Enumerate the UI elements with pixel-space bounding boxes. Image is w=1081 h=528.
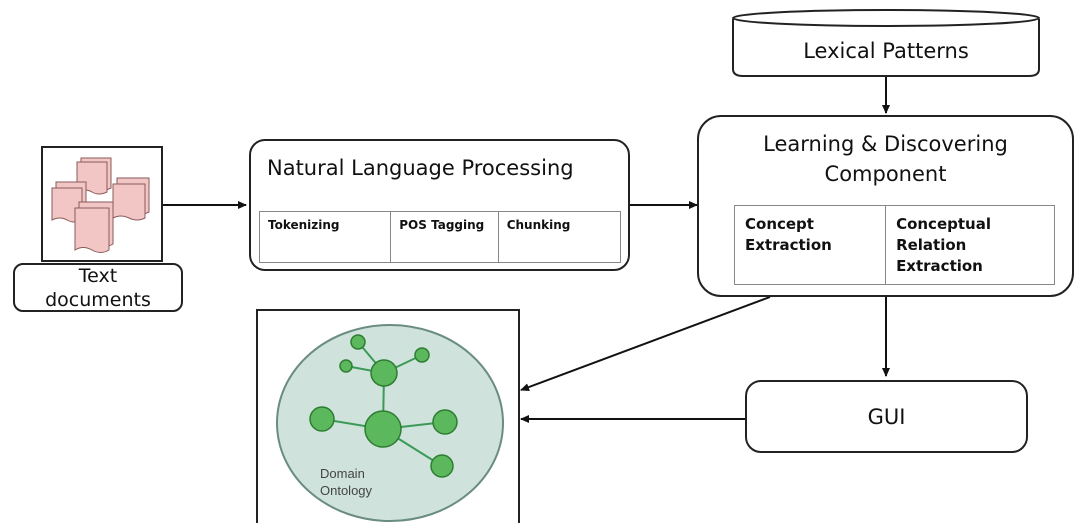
nlp-steps-table: Tokenizing POS Tagging Chunking [259,211,621,263]
ontology-node-top [350,334,366,350]
conceptual-relation-extraction-cell: Conceptual Relation Extraction [886,206,1054,284]
relation-extraction-line1: Conceptual [896,215,991,233]
ontology-node-top-left [339,359,353,373]
relation-extraction-line3: Extraction [896,257,983,275]
documents-icon-frame [41,146,163,262]
concept-extraction-line2: Extraction [745,236,832,254]
text-documents-label-line2: documents [45,288,151,311]
gui-box: GUI [745,380,1028,453]
lexical-patterns-cylinder [732,9,1040,77]
ontology-node-bottom-right [430,454,454,478]
learning-title-line1: Learning & Discovering [763,132,1008,156]
ontology-node-left [309,406,335,432]
ontology-node-top-right [414,347,430,363]
ontology-graph [276,324,504,522]
ontology-label-line2: Ontology [320,483,373,498]
learning-title: Learning & Discovering Component [699,129,1072,189]
ontology-node-central [364,410,402,448]
nlp-step-pos-tagging: POS Tagging [391,212,499,262]
concept-extraction-line1: Concept [745,215,814,233]
documents-stack-icon [51,157,150,253]
text-documents-label-line1: Text [78,264,118,287]
text-documents-label-box: Text documents [13,263,183,312]
learning-component-box: Learning & Discovering Component Concept… [697,115,1074,297]
nlp-step-chunking: Chunking [506,218,571,232]
concept-extraction-cell: Concept Extraction [735,206,887,284]
learning-extraction-table: Concept Extraction Conceptual Relation E… [734,205,1055,285]
ontology-node-right [432,409,458,435]
arrow-learning-to-ontology [520,296,771,391]
relation-extraction-line2: Relation [896,236,967,254]
nlp-step-tokenizing: Tokenizing [260,212,392,262]
ontology-node-upper [370,359,398,387]
learning-title-line2: Component [824,162,947,186]
gui-label: GUI [867,404,906,429]
nlp-box: Natural Language Processing Tokenizing P… [249,139,630,271]
ontology-label-line1: Domain [320,466,365,481]
nlp-title: Natural Language Processing [267,156,574,180]
lexical-patterns-label: Lexical Patterns [803,39,969,63]
ontology-label: Domain Ontology [320,465,372,499]
domain-ontology-frame: Domain Ontology [256,309,520,523]
